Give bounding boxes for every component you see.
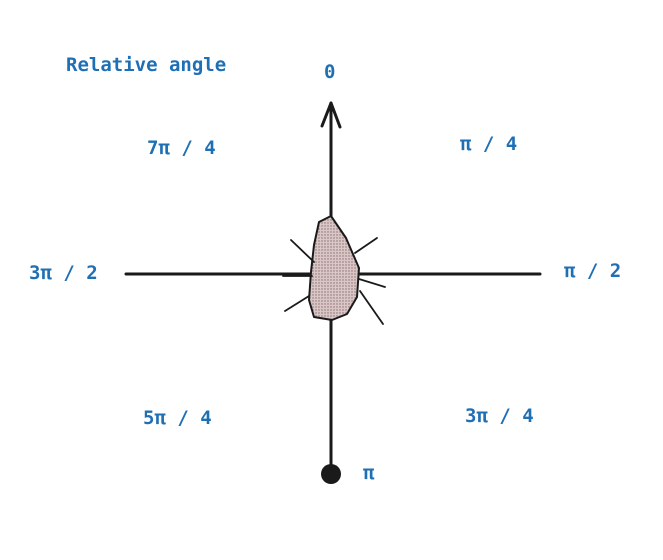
angle-label-pi-over-2: π / 2 [564,260,622,282]
angle-label-7pi-over-4: 7π / 4 [147,137,216,159]
angle-label-pi: π [363,462,375,484]
angle-label-0: 0 [324,61,336,83]
diagram-title: Relative angle [66,54,227,76]
angle-label-5pi-over-4: 5π / 4 [143,407,212,429]
angle-label-3pi-over-4: 3π / 4 [465,405,534,427]
bug-icon [282,215,386,325]
arrow-head-icon [320,101,342,129]
origin-dot-icon [321,464,341,484]
angle-label-pi-over-4: π / 4 [460,133,518,155]
angle-label-3pi-over-2: 3π / 2 [29,262,98,284]
